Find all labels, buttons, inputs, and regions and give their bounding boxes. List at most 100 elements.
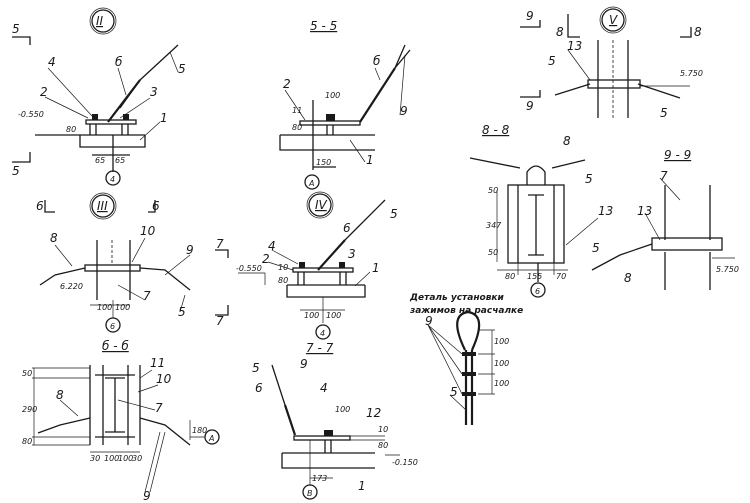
callout: 9 <box>186 243 194 257</box>
callout: 2 <box>262 252 270 266</box>
section-8-8-geometry <box>469 157 599 298</box>
section-mark: 5 <box>12 164 20 178</box>
callout: 5 <box>178 62 186 76</box>
view-v-geometry <box>520 6 692 120</box>
callout: 5 <box>548 54 556 68</box>
level-mark: -0.550 <box>236 264 262 273</box>
callout: 8 <box>56 388 64 402</box>
section-mark: 6 <box>152 199 160 213</box>
dimension: 100 <box>325 91 340 100</box>
callout: 4 <box>48 55 56 69</box>
dimension: 100 <box>304 311 319 320</box>
dimension: 100 <box>494 379 509 388</box>
callout: 6 <box>255 381 263 395</box>
dimension: 80 <box>292 123 302 132</box>
callout: 4 <box>320 381 328 395</box>
callout: 5 <box>390 207 398 221</box>
dimension: 100 <box>494 337 509 346</box>
callout: 4 <box>268 239 276 253</box>
callout: б <box>115 55 123 69</box>
callout: 9 <box>400 104 408 118</box>
view-iv-title: IV <box>315 198 328 212</box>
dimension: 11 <box>292 106 302 115</box>
dimension: 10 <box>278 263 288 272</box>
section-mark: 9 <box>526 99 534 113</box>
view-v-title: V <box>609 13 618 27</box>
dimension: 50 <box>488 186 498 195</box>
callout: 2 <box>283 77 291 91</box>
callout: 1 <box>372 261 380 275</box>
section-8-8-title: 8 - 8 <box>482 123 510 137</box>
dimension: 10 <box>378 425 388 434</box>
callout: 9 <box>425 314 433 328</box>
section-7-7-geometry <box>271 364 400 500</box>
view-iii-title: III <box>97 199 108 213</box>
callout: 9 <box>143 489 151 503</box>
dimension: 70 <box>556 272 566 281</box>
callout: 3 <box>348 247 356 261</box>
callout: 11 <box>150 356 165 370</box>
callout: 8 <box>624 271 632 285</box>
callout: 13 <box>637 204 652 218</box>
node-marker: A <box>308 179 314 188</box>
dimension: 100 <box>115 303 130 312</box>
section-mark: 7 <box>216 314 224 328</box>
dimension: 30 <box>132 454 142 463</box>
section-mark: 9 <box>526 9 534 23</box>
dimension: 50 <box>488 248 498 257</box>
level-mark: 5.750 <box>680 69 703 78</box>
section-mark: 6 <box>36 199 44 213</box>
node-marker: 6 <box>535 287 540 296</box>
section-6-6-geometry <box>32 365 220 493</box>
callout: 8 <box>50 231 58 245</box>
callout: 3 <box>150 85 158 99</box>
callout: 5 <box>592 241 600 255</box>
dimension: 150 <box>316 158 331 167</box>
dimension: 155 <box>527 272 542 281</box>
dimension: 100 <box>326 311 341 320</box>
dimension: 65 <box>115 156 125 165</box>
dimension: 80 <box>278 276 288 285</box>
dimension: 30 <box>90 454 100 463</box>
callout: 5 <box>252 361 260 375</box>
callout: 10 <box>140 224 156 238</box>
level-mark: 6.220 <box>60 282 83 291</box>
level-mark: -0.150 <box>392 458 418 467</box>
dimension: 80 <box>66 125 76 134</box>
section-9-9-title: 9 - 9 <box>664 148 691 162</box>
section-mark: 8 <box>694 25 702 39</box>
section-9-9-geometry <box>591 177 735 290</box>
callout: 10 <box>156 372 172 386</box>
callout: 1 <box>358 479 366 493</box>
node-marker: A <box>208 434 214 443</box>
detail-caption: зажимов на расчалке <box>409 306 523 316</box>
section-mark: 8 <box>556 25 564 39</box>
callout: 2 <box>40 85 48 99</box>
callout: 13 <box>567 39 582 53</box>
dimension: 180 <box>192 426 207 435</box>
callout: 1 <box>366 153 374 167</box>
dimension: 100 <box>494 359 509 368</box>
section-7-7-title: 7 - 7 <box>306 341 334 355</box>
dimension: 100 <box>118 454 133 463</box>
node-marker: B <box>307 489 313 498</box>
node-marker: 6 <box>110 322 115 331</box>
section-mark: 5 <box>12 22 20 36</box>
level-mark: 5.750 <box>716 265 739 274</box>
dimension: 65 <box>95 156 105 165</box>
dimension: 100 <box>104 454 119 463</box>
callout: 7 <box>155 401 163 415</box>
callout: 7 <box>143 289 151 303</box>
callout: 13 <box>598 204 613 218</box>
dimension: 50 <box>22 369 32 378</box>
callout: 9 <box>300 357 308 371</box>
callout: 6 <box>343 221 351 235</box>
dimension: 290 <box>22 405 37 414</box>
section-6-6-title: б - б <box>102 339 129 353</box>
view-ii-geometry <box>12 7 179 186</box>
node-marker: 4 <box>110 175 115 184</box>
callout: 8 <box>563 134 571 148</box>
dimension: 347 <box>486 221 502 230</box>
